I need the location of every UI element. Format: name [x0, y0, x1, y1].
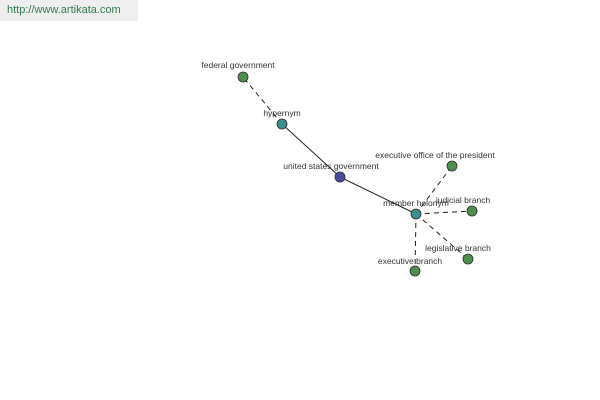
node-label-member-holonym: member holonym	[383, 198, 449, 208]
labels-layer: federal government hypernym united states …	[201, 60, 495, 266]
node-label-hypernym: hypernym	[263, 108, 300, 118]
node-label-legislative-branch: legislative branch	[425, 243, 491, 253]
nodes-layer	[237, 71, 478, 277]
watermark-link[interactable]: http://www.artikata.com	[0, 0, 138, 21]
edge-member-holonym-to-judicial-branch	[415, 210, 473, 215]
node-label-executive-office: executive office of the president	[375, 150, 495, 160]
node-hypernym[interactable]	[276, 118, 288, 130]
edges-layer	[242, 76, 473, 272]
node-judicial-branch[interactable]	[466, 205, 478, 217]
node-federal-government[interactable]	[237, 71, 249, 83]
edge-member-holonym-to-executive-branch	[414, 213, 417, 272]
node-member-holonym[interactable]	[410, 208, 422, 220]
node-executive-branch[interactable]	[409, 265, 421, 277]
edge-member-holonym-to-legislative-branch	[415, 213, 469, 260]
node-legislative-branch[interactable]	[462, 253, 474, 265]
edge-member-holonym-to-executive-office	[415, 165, 453, 215]
node-label-executive-branch: executive branch	[378, 256, 443, 266]
edge-united-states-government-to-hypernym	[281, 123, 341, 178]
node-label-united-states-government: united states government	[283, 161, 379, 171]
edge-hypernym-to-federal-government	[242, 76, 283, 125]
node-label-federal-government: federal government	[201, 60, 275, 70]
node-label-judicial-branch: judicial branch	[435, 195, 491, 205]
node-executive-office[interactable]	[446, 160, 458, 172]
node-united-states-government[interactable]	[334, 171, 346, 183]
edge-united-states-government-to-member-holonym	[339, 176, 417, 215]
